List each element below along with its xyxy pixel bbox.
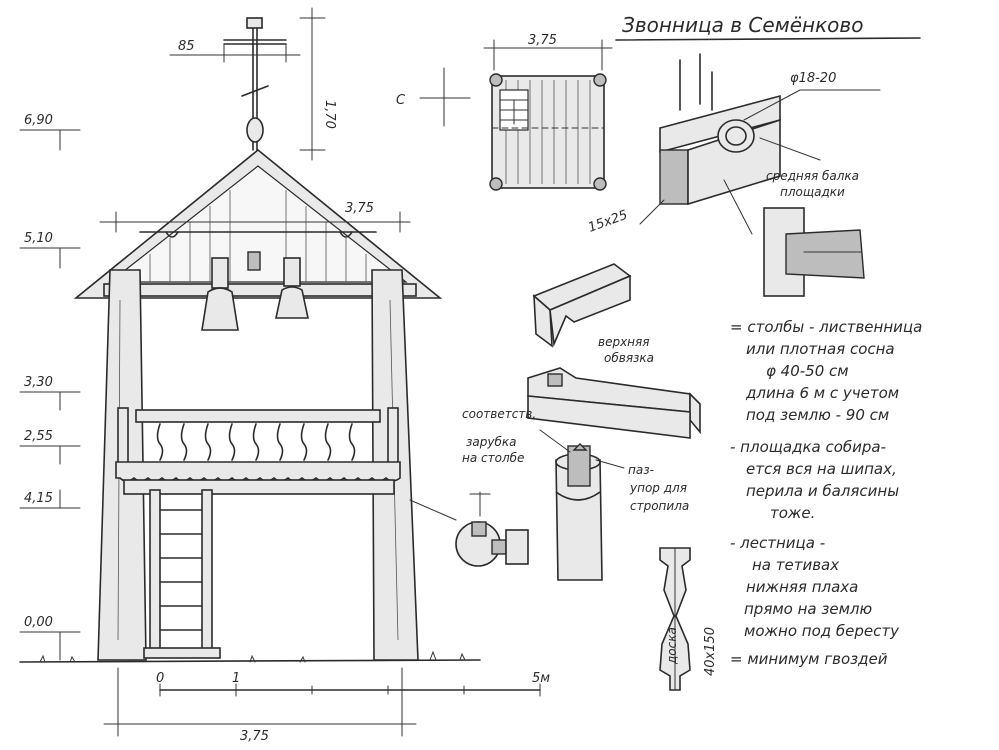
- cross: [223, 17, 287, 151]
- roof-overhang-dim: [99, 211, 411, 233]
- scale-bar: [159, 683, 541, 697]
- board-label: доска: [665, 627, 679, 665]
- drawing-title: Звонница в Семёнково: [622, 13, 863, 37]
- grass: [39, 650, 466, 663]
- note-line: = минимум гвоздей: [730, 650, 888, 668]
- notch-leader: [539, 429, 571, 453]
- note-line: можно под бересту: [744, 622, 900, 640]
- note-line: тоже.: [770, 504, 815, 522]
- note-line: под землю - 90 см: [746, 406, 889, 424]
- plan-view: [489, 73, 607, 191]
- beam-diameter-label: φ18-20: [790, 71, 836, 86]
- groove-label-2: упор для: [629, 481, 687, 495]
- cross-height-label: 1,70: [322, 100, 337, 129]
- groove-label-3: стропила: [630, 499, 689, 513]
- middle-beam-arrow: [723, 179, 753, 235]
- title-underline: [615, 37, 921, 41]
- note-line: нижняя плаха: [746, 578, 858, 596]
- top-band-label-2: обвязка: [604, 351, 654, 365]
- ladder: [143, 489, 221, 659]
- base-width-dim: [103, 667, 417, 737]
- level-000: 0,00: [24, 615, 53, 630]
- level-330: 3,30: [24, 375, 53, 390]
- platform: [115, 461, 401, 495]
- beam-section-leader: [639, 199, 665, 225]
- groove-label-1: паз-: [628, 463, 654, 477]
- middle-beam-label-2: площадки: [780, 185, 845, 199]
- beam-post-section: [763, 207, 865, 297]
- note-line: φ 40-50 см: [766, 362, 849, 380]
- top-band-label-1: верхняя: [598, 335, 649, 349]
- baluster-board: [659, 547, 691, 691]
- note-line: = столбы - лиственница: [730, 318, 922, 336]
- scale-0: 0: [156, 671, 164, 686]
- scale-1: 1: [232, 671, 240, 686]
- groove-leader: [595, 459, 625, 469]
- roof: [73, 148, 443, 299]
- beam-section-label: 15х25: [586, 208, 629, 236]
- top-band-detail: [532, 263, 632, 348]
- note-line: или плотная сосна: [746, 340, 895, 358]
- construction-notes: = столбы - лиственница или плотная сосна…: [730, 318, 922, 668]
- bell-right: [275, 257, 309, 319]
- note-line: перила и балясины: [746, 482, 899, 500]
- round-post-section: [409, 491, 529, 567]
- middle-beam-label-1: средняя балка: [766, 169, 859, 183]
- post-top-detail: [555, 443, 603, 581]
- plan-width-label: 3,75: [528, 33, 557, 48]
- bell-left: [201, 251, 261, 331]
- roof-overhang-label: 3,75: [345, 201, 374, 216]
- plan-dims: [419, 39, 613, 127]
- level-marks: [19, 129, 81, 661]
- note-line: прямо на землю: [744, 600, 872, 618]
- top-band-detail-2: [527, 367, 701, 439]
- beam-joint-detail: [659, 53, 881, 206]
- notch-label-1: соответств.: [462, 407, 536, 421]
- level-510: 5,10: [24, 231, 53, 246]
- note-line: - лестница -: [730, 534, 825, 552]
- base-width-label: 3,75: [240, 729, 269, 744]
- note-line: ется вся на шипах,: [746, 460, 897, 478]
- cross-width-label: 85: [178, 39, 195, 54]
- level-690: 6,90: [24, 113, 53, 128]
- notch-label-3: на столбе: [462, 451, 524, 465]
- level-255: 2,55: [24, 429, 53, 444]
- note-line: на тетивах: [752, 556, 839, 574]
- level-415: 4,15: [24, 491, 53, 506]
- notch-label-2: зарубка: [466, 435, 516, 449]
- scale-5: 5м: [532, 671, 550, 686]
- plan-side-label: С: [396, 93, 406, 108]
- board-size-label: 40х150: [703, 627, 718, 676]
- note-line: - площадка собира-: [730, 438, 886, 456]
- note-line: длина 6 м с учетом: [745, 384, 899, 402]
- railing: [117, 407, 399, 469]
- cross-dimensions: [169, 7, 326, 161]
